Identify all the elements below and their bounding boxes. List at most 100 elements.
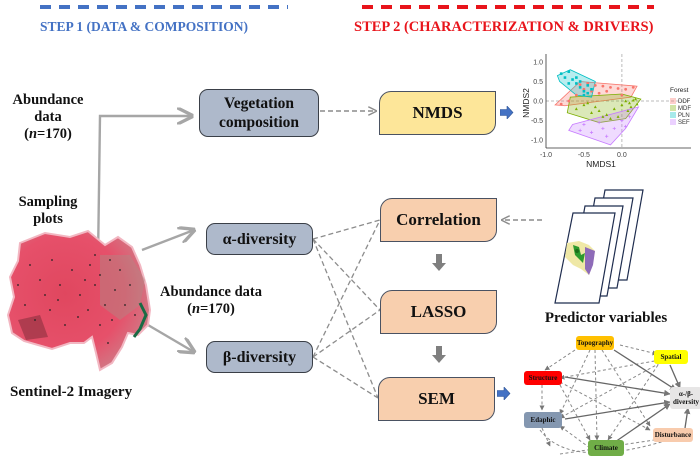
sentinel-imagery-label: Sentinel-2 Imagery xyxy=(10,384,133,400)
blue-arrow-nmds-to-plot xyxy=(500,106,514,119)
point-sef xyxy=(597,120,601,125)
sem-node-topography: Topography xyxy=(576,336,614,350)
sem-node-diversity: α-/β-diversity xyxy=(670,387,700,409)
step2-title: STEP 2 (CHARACTERIZATION & DRIVERS) xyxy=(354,19,654,35)
point-mdf xyxy=(597,109,601,113)
predictor-variables-stack xyxy=(554,189,644,304)
point-sef xyxy=(612,126,616,131)
down-arrow-correlation-to-lasso xyxy=(432,254,446,271)
diversity-method-links xyxy=(312,219,381,399)
point-mdf xyxy=(631,98,635,102)
arrow-to-beta xyxy=(147,323,194,352)
sem-box[interactable]: SEM xyxy=(378,377,495,421)
legend-title: Forest xyxy=(670,87,689,94)
point-ddf xyxy=(616,87,620,90)
legend-swatch-ddf xyxy=(670,98,676,104)
y-tick-label: 1.0 xyxy=(533,59,543,66)
point-ddf xyxy=(605,89,609,93)
y-axis-label: NMDS2 xyxy=(521,88,531,118)
lasso-box[interactable]: LASSO xyxy=(380,290,497,334)
step1-title: STEP 1 (DATA & COMPOSITION) xyxy=(40,19,249,34)
sampling-plots-label: Sampling plots xyxy=(18,194,78,227)
point-pln xyxy=(559,72,563,75)
point-ddf xyxy=(567,99,571,103)
point-ddf xyxy=(620,93,624,97)
x-tick-label: 0.0 xyxy=(617,152,627,159)
point-sef xyxy=(624,124,628,129)
point-pln xyxy=(563,76,567,79)
predictor-map-thumbnail xyxy=(565,241,595,275)
point-ddf xyxy=(559,102,563,106)
down-arrow-lasso-to-sem xyxy=(432,346,446,363)
step2-dashed-line xyxy=(362,5,654,9)
y-tick-label: 0.0 xyxy=(533,99,543,106)
point-sef xyxy=(620,119,624,123)
abundance-data-label-mid: Abundance data (n=170) xyxy=(160,284,262,317)
point-ddf xyxy=(597,91,601,95)
sem-node-climate: Climate xyxy=(588,440,624,456)
point-sef xyxy=(589,130,594,134)
point-mdf xyxy=(590,111,594,114)
point-mdf xyxy=(627,101,631,105)
arrow-to-alpha xyxy=(141,230,194,252)
point-mdf xyxy=(586,101,590,105)
point-pln xyxy=(567,70,571,73)
sem-links xyxy=(539,344,691,455)
point-mdf xyxy=(608,117,612,120)
point-pln xyxy=(575,82,578,85)
hull-sef xyxy=(568,106,640,146)
y-tick-label: -0.5 xyxy=(531,118,543,125)
point-sef xyxy=(601,126,605,131)
point-mdf xyxy=(593,105,597,109)
point-mdf xyxy=(624,99,628,103)
predictor-variables-label: Predictor variables xyxy=(544,310,668,326)
legend-swatch-sef xyxy=(670,119,676,125)
abundance-data-label-top: Abundance data (n=170) xyxy=(12,92,84,142)
point-mdf xyxy=(612,107,616,111)
y-tick-label: 0.5 xyxy=(533,79,543,86)
point-mdf xyxy=(635,102,639,106)
point-mdf xyxy=(605,113,609,116)
correlation-box[interactable]: Correlation xyxy=(380,198,497,242)
legend-label-ddf: DDF xyxy=(678,99,691,105)
point-pln xyxy=(590,88,593,91)
sem-node-spatial: Spatial xyxy=(654,350,688,364)
point-ddf xyxy=(574,93,578,97)
point-ddf xyxy=(631,85,635,89)
point-pln xyxy=(575,76,578,79)
sem-node-disturbance: Disturbance xyxy=(653,428,693,442)
alpha-diversity-box[interactable]: α-diversity xyxy=(206,223,313,255)
point-mdf xyxy=(620,103,624,107)
step1-dashed-line xyxy=(40,5,288,9)
y-tick-label: -1.0 xyxy=(531,138,543,145)
point-pln xyxy=(582,89,586,93)
point-sef xyxy=(627,115,632,119)
beta-diversity-box[interactable]: β-diversity xyxy=(206,341,313,373)
point-pln xyxy=(586,91,590,95)
point-ddf xyxy=(578,83,582,87)
legend-label-sef: SEF xyxy=(678,120,690,126)
point-mdf xyxy=(634,97,638,101)
point-pln xyxy=(578,86,582,89)
x-axis-label: NMDS1 xyxy=(586,159,616,169)
point-pln xyxy=(567,82,571,85)
point-mdf xyxy=(601,115,605,118)
sem-node-structure: Structure xyxy=(524,371,562,385)
blue-arrow-sem-to-diagram xyxy=(497,387,511,400)
nmds-box[interactable]: NMDS xyxy=(379,91,496,135)
point-mdf xyxy=(574,107,578,111)
legend-label-mdf: MDF xyxy=(678,106,691,112)
legend-swatch-mdf xyxy=(670,105,676,111)
point-ddf xyxy=(609,85,612,89)
point-sef xyxy=(578,128,582,132)
point-ddf xyxy=(601,84,605,88)
sentinel-imagery-map xyxy=(6,229,152,372)
sem-path-diagram: Topography Spatial Structure α-/β-divers… xyxy=(520,330,700,466)
legend-label-pln: PLN xyxy=(678,113,690,119)
point-mdf xyxy=(582,103,586,107)
point-pln xyxy=(586,84,590,87)
point-ddf xyxy=(593,83,597,87)
